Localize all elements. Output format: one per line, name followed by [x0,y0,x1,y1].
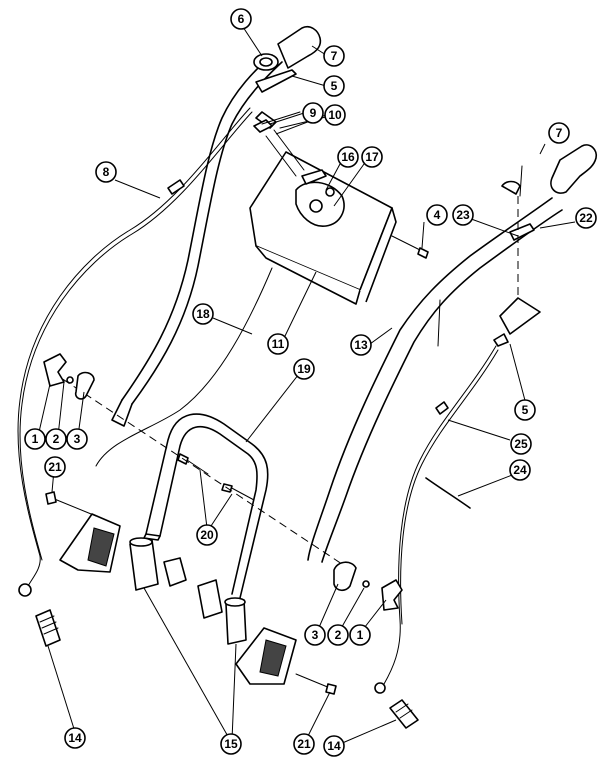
callout-5-right: 5 [514,399,536,421]
callout-18: 18 [192,303,214,325]
svg-text:20: 20 [200,528,214,542]
svg-text:4: 4 [434,208,441,222]
bolt-4 [391,235,429,259]
svg-text:5: 5 [522,403,529,417]
carriage-bolts-20 [177,453,255,501]
svg-text:18: 18 [196,307,210,321]
svg-text:8: 8 [103,165,110,179]
callout-23: 23 [452,204,474,226]
left-knob-set [43,353,95,400]
bolts-9-10 [253,111,301,133]
callout-15: 15 [220,733,242,755]
svg-text:3: 3 [74,432,81,446]
callout-13: 13 [350,334,372,356]
right-knob-set [333,561,403,611]
callout-21-right: 21 [293,733,315,755]
cable-8 [17,107,253,597]
left-upper-handle [111,54,283,427]
svg-text:16: 16 [341,150,355,164]
lower-u-handle [143,413,269,599]
svg-text:2: 2 [335,628,342,642]
right-small-clamp [197,579,223,619]
cable-18 [95,267,273,467]
callout-7-right: 7 [548,122,570,144]
left-tube [129,537,159,591]
svg-text:5: 5 [331,79,338,93]
callout-16: 16 [337,146,359,168]
callout-17: 17 [361,146,383,168]
bolt-21-right [295,673,337,695]
callout-2-left: 2 [45,428,67,450]
callout-4: 4 [426,204,448,226]
cable-25 [374,345,499,694]
callout-11: 11 [267,333,289,355]
right-lever [493,165,541,347]
callout-1-right: 1 [349,624,371,646]
svg-text:2: 2 [53,432,60,446]
svg-text:9: 9 [310,106,317,120]
svg-text:21: 21 [297,737,311,751]
spring-14-right [389,699,419,729]
callout-19: 19 [293,358,315,380]
left-small-clamp [163,557,187,587]
callout-3-right: 3 [304,624,326,646]
callout-2-right: 2 [327,624,349,646]
svg-text:7: 7 [331,49,338,63]
right-tube [224,597,247,645]
callout-20: 20 [196,524,218,546]
assembly-axis-line [51,371,349,569]
callout-7-left: 7 [323,45,345,67]
svg-text:19: 19 [297,362,311,376]
callout-3-left: 3 [66,428,88,450]
callout-24: 24 [509,459,531,481]
svg-text:1: 1 [32,432,39,446]
svg-text:25: 25 [514,437,528,451]
svg-text:15: 15 [224,737,238,751]
callout-10: 10 [324,104,346,126]
svg-text:14: 14 [68,731,82,745]
callout-25: 25 [510,433,532,455]
callout-9: 9 [302,102,324,124]
right-grip [550,144,598,194]
bolt-21-left [45,491,97,517]
svg-text:10: 10 [328,108,342,122]
svg-text:23: 23 [456,208,470,222]
svg-text:6: 6 [238,12,245,26]
svg-text:17: 17 [365,150,379,164]
callout-5-top: 5 [323,75,345,97]
svg-text:21: 21 [48,460,62,474]
spring-14-left [35,609,61,647]
callout-8: 8 [95,161,117,183]
svg-text:24: 24 [513,463,527,477]
svg-text:1: 1 [357,628,364,642]
callout-14-left: 14 [64,727,86,749]
svg-text:3: 3 [312,628,319,642]
right-upper-handle [307,197,563,563]
svg-text:13: 13 [354,338,368,352]
control-panel [249,129,397,305]
callout-1-left: 1 [24,428,46,450]
cable-24 [425,477,471,509]
callout-6: 6 [230,8,252,30]
svg-text:11: 11 [272,337,285,351]
left-grip [253,25,322,71]
callout-22: 22 [575,207,597,229]
right-bracket [235,627,297,685]
svg-text:14: 14 [327,739,341,753]
svg-text:7: 7 [556,126,563,140]
callout-14-right: 14 [323,735,345,757]
svg-text:22: 22 [579,211,593,225]
left-bracket [59,513,121,573]
callout-21-left: 21 [44,456,66,478]
